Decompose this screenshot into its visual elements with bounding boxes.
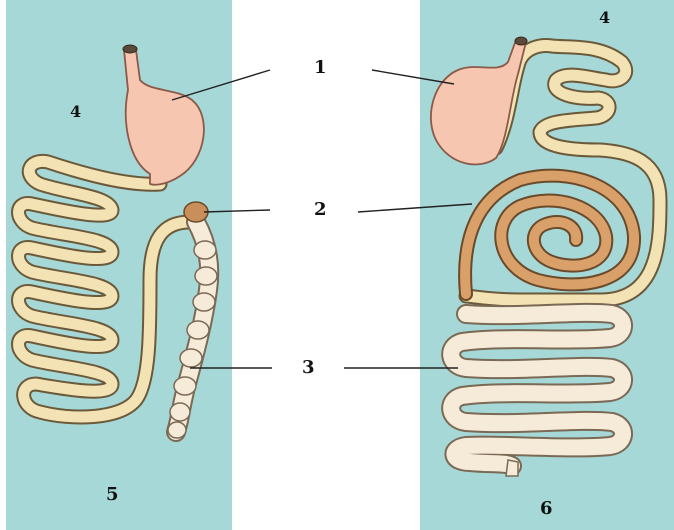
- label-left-panel-number: 5: [106, 486, 119, 504]
- label-left-small-intestine-number: 4: [70, 104, 81, 120]
- label-stomach-number: 1: [314, 59, 327, 77]
- right-colon-loops: [451, 313, 623, 476]
- label-right-panel-number: 6: [540, 500, 553, 518]
- left-panel-background: [6, 0, 232, 530]
- label-colon-number: 3: [302, 359, 315, 377]
- label-right-small-intestine-number: 4: [599, 10, 610, 26]
- label-caecum-number: 2: [314, 201, 327, 219]
